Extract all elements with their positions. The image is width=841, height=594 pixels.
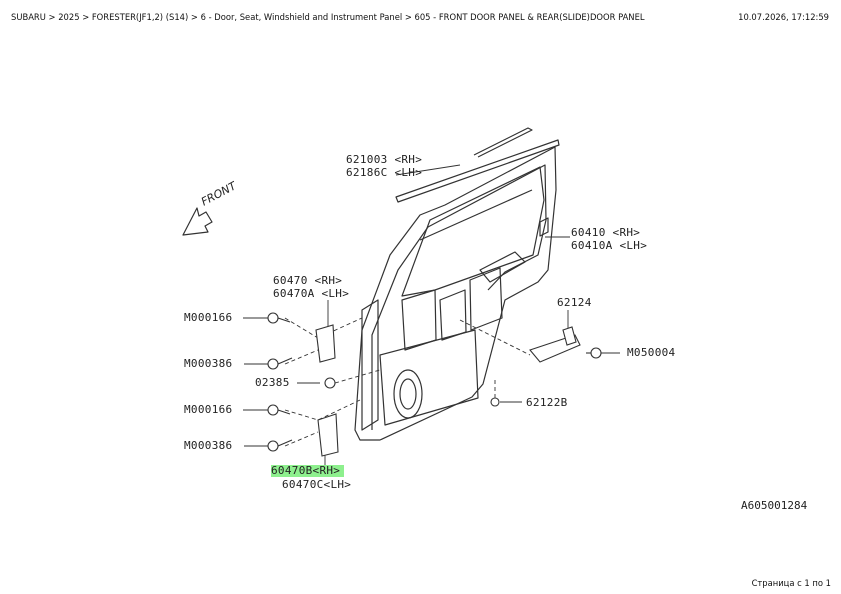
part-label-60470-rh[interactable]: 60470 <RH> bbox=[273, 274, 343, 287]
timestamp: 10.07.2026, 17:12:59 bbox=[738, 12, 829, 22]
part-label-60470c[interactable]: 60470C<LH> bbox=[282, 478, 352, 491]
part-label-62122b[interactable]: 62122B bbox=[526, 396, 568, 409]
part-label-62186c[interactable]: 62186C <LH> bbox=[346, 166, 423, 179]
part-label-60470b-highlighted[interactable]: 60470B<RH> bbox=[271, 465, 345, 477]
part-label-60410-rh[interactable]: 60410 <RH> bbox=[571, 226, 641, 239]
part-label-m000386[interactable]: M000386 bbox=[184, 357, 233, 370]
part-label-62124[interactable]: 62124 bbox=[557, 296, 592, 309]
part-label-60410a[interactable]: 60410A <LH> bbox=[571, 239, 648, 252]
part-label-m000166[interactable]: M000166 bbox=[184, 311, 233, 324]
part-label-m000166-lower[interactable]: M000166 bbox=[184, 403, 233, 416]
breadcrumb: SUBARU > 2025 > FORESTER(JF1,2) (S14) > … bbox=[11, 12, 645, 22]
part-label-60470a[interactable]: 60470A <LH> bbox=[273, 287, 350, 300]
part-label-m050004[interactable]: M050004 bbox=[627, 346, 676, 359]
page-counter: Страница с 1 по 1 bbox=[751, 578, 831, 588]
part-label-m000386-lower[interactable]: M000386 bbox=[184, 439, 233, 452]
figure-id: A605001284 bbox=[741, 499, 808, 512]
part-label-02385[interactable]: 02385 bbox=[255, 376, 290, 389]
part-label-621003[interactable]: 621003 <RH> bbox=[346, 153, 423, 166]
